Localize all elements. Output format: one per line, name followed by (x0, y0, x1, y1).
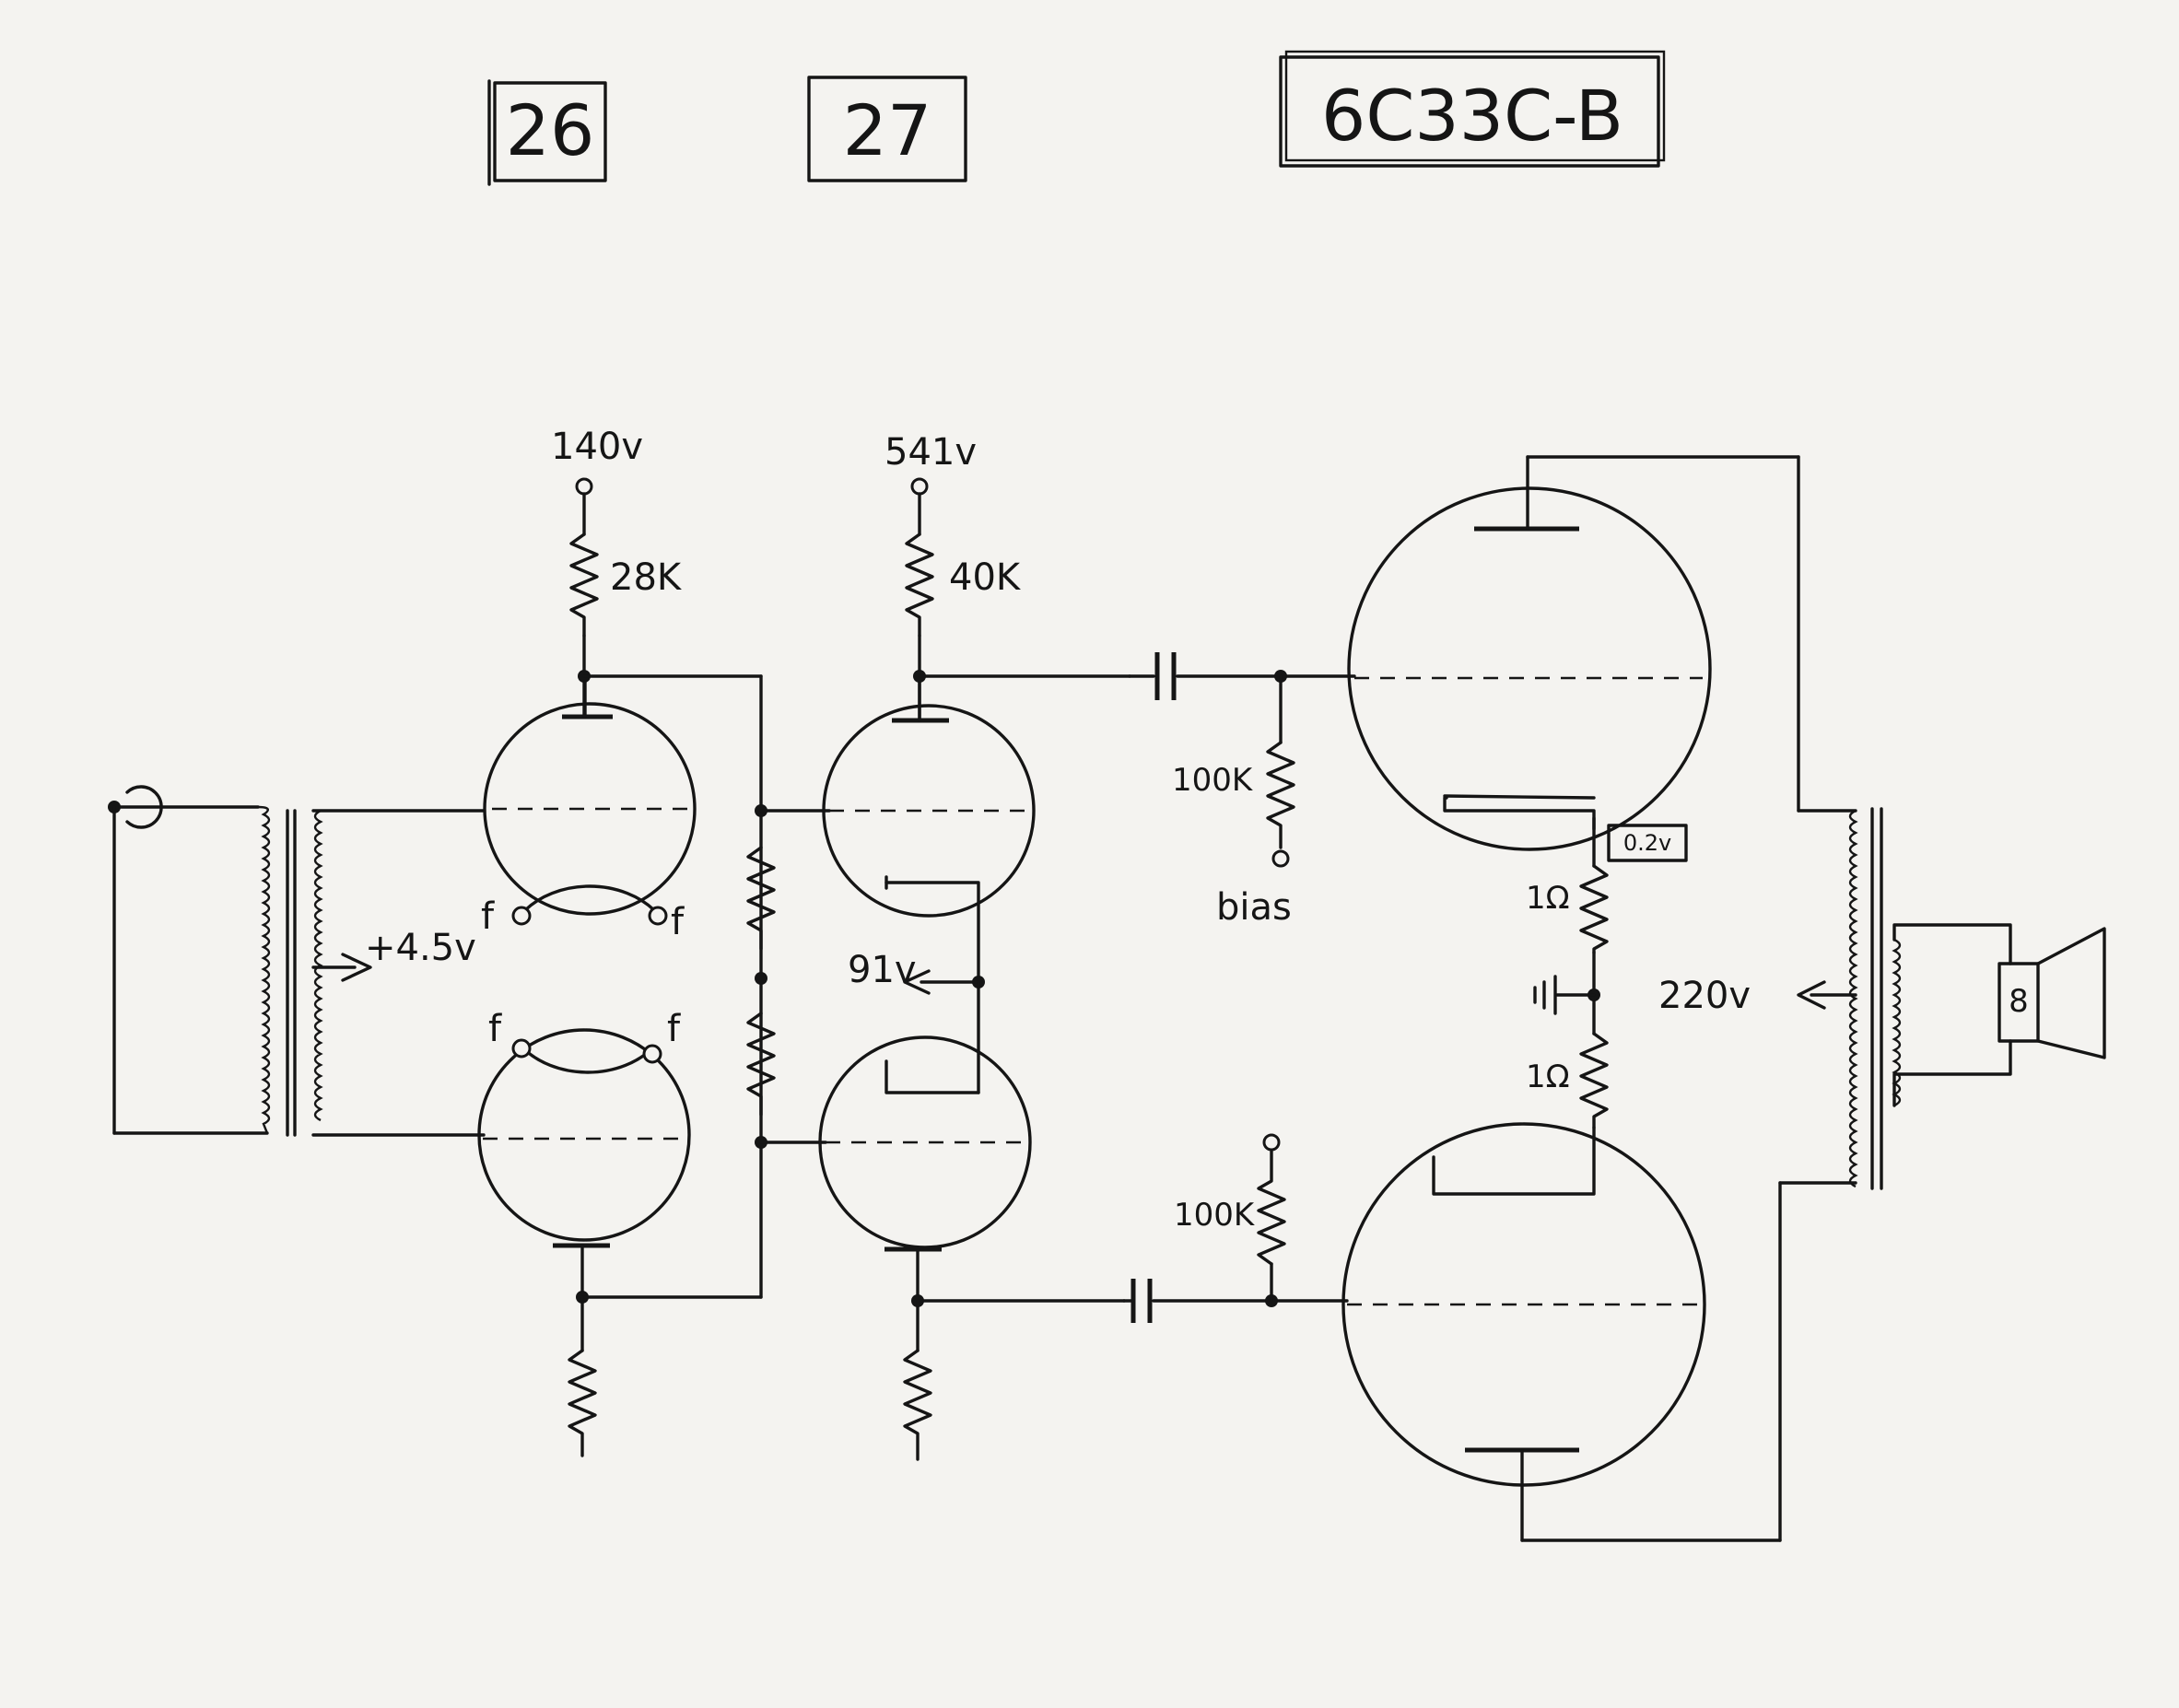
tube-label-driver: 26 (487, 79, 607, 186)
filament-f3-label: f (488, 1008, 502, 1050)
plate2-supply: 541v 40K (884, 431, 1131, 722)
cathode-tap-label: 91v (848, 949, 917, 991)
output-tube-upper (1347, 455, 1800, 851)
input-jack (108, 785, 269, 1135)
plate2-voltage-label: 541v (884, 431, 977, 474)
coupling-capacitor-lower: 100K (1122, 1133, 1349, 1323)
tube-label-output-text: 6C33C-B (1321, 75, 1623, 157)
output-tap-label: 220v (1658, 975, 1751, 1017)
cathode-tap: 91v (848, 949, 985, 1094)
output-tube-lower (1341, 1122, 1782, 1542)
cathode-resistor-driver (568, 1291, 763, 1457)
cathode-res-bottom-label: 1Ω (1526, 1059, 1570, 1095)
phase-splitter-lower (818, 1035, 1126, 1461)
tube-label-phase-splitter-text: 27 (843, 89, 932, 171)
tube-label-output: 6C33C-B (1279, 50, 1666, 168)
bias-label: bias (1216, 886, 1292, 929)
plate2-resistor-label: 40K (949, 556, 1022, 599)
cathode-res-top-label: 1Ω (1526, 880, 1570, 917)
coupling-capacitor-upper: 100K bias (1128, 652, 1356, 929)
grid-resistor-bottom-label: 100K (1174, 1197, 1256, 1234)
speaker: 8 (1997, 927, 2106, 1059)
filament-supply-label: +4.5v (365, 927, 476, 969)
driver-tube-upper: f f (481, 674, 697, 943)
plate1-resistor-label: 28K (610, 556, 683, 599)
tube-label-driver-text: 26 (506, 89, 595, 171)
plate1-supply: 140v 28K (551, 426, 763, 719)
driver-tube-lower: f f (477, 1008, 691, 1299)
filament-f4-label: f (667, 1008, 681, 1050)
filament-f2-label: f (671, 901, 685, 943)
filament-f1-label: f (481, 895, 495, 938)
speaker-impedance-label: 8 (2009, 983, 2029, 1020)
grid-resistor-top-label: 100K (1172, 762, 1254, 799)
tube-label-phase-splitter: 27 (807, 76, 967, 182)
input-transformer: +4.5v (257, 805, 486, 1137)
output-transformer: 220v (1658, 455, 2012, 1542)
plate1-voltage-label: 140v (551, 426, 643, 468)
cathode-network: 0.2v 1Ω 1Ω (1432, 816, 1688, 1196)
interstage-divider (746, 674, 831, 1299)
cathode-sense-label: 0.2v (1623, 830, 1671, 856)
phase-splitter-upper (822, 674, 1036, 982)
